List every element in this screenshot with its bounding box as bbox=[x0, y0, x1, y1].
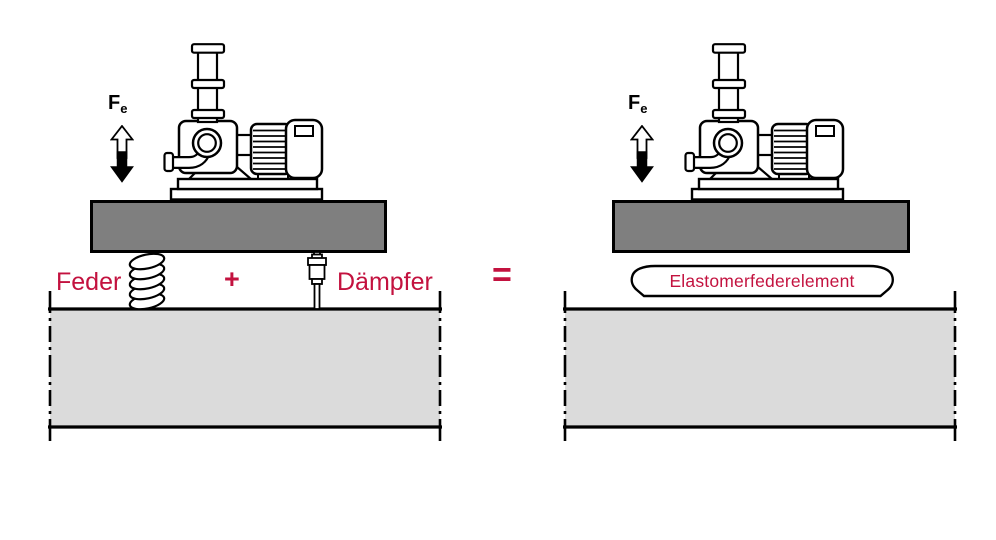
left-system: Fe Feder + Dämpfer bbox=[0, 0, 498, 540]
force-subscript: e bbox=[640, 101, 648, 116]
plus-sign: + bbox=[224, 264, 240, 294]
spring-label: Feder bbox=[56, 268, 122, 296]
up-down-force-arrow-icon bbox=[630, 125, 654, 183]
spring-coil-icon bbox=[128, 252, 166, 310]
force-subscript: e bbox=[120, 101, 128, 116]
machine-mass-block bbox=[612, 200, 910, 253]
pump-icon bbox=[684, 43, 850, 201]
force-symbol: F bbox=[108, 92, 121, 114]
elastomer-element-shape bbox=[630, 264, 894, 298]
foundation-ground-icon bbox=[551, 288, 969, 446]
elastomer-element-label: Elastomerfederelement bbox=[669, 270, 855, 291]
equals-sign: = bbox=[492, 256, 512, 294]
right-system: Elastomerfederelement Fe bbox=[498, 0, 996, 540]
pump-icon bbox=[163, 43, 329, 201]
damper-label: Dämpfer bbox=[337, 268, 433, 296]
force-label-left: Fe bbox=[108, 92, 127, 116]
up-down-force-arrow-icon bbox=[110, 125, 134, 183]
foundation-ground-icon bbox=[36, 288, 454, 446]
force-label-right: Fe bbox=[628, 92, 647, 116]
damper-icon bbox=[307, 252, 327, 310]
machine-mass-block bbox=[90, 200, 387, 253]
force-symbol: F bbox=[628, 92, 641, 114]
